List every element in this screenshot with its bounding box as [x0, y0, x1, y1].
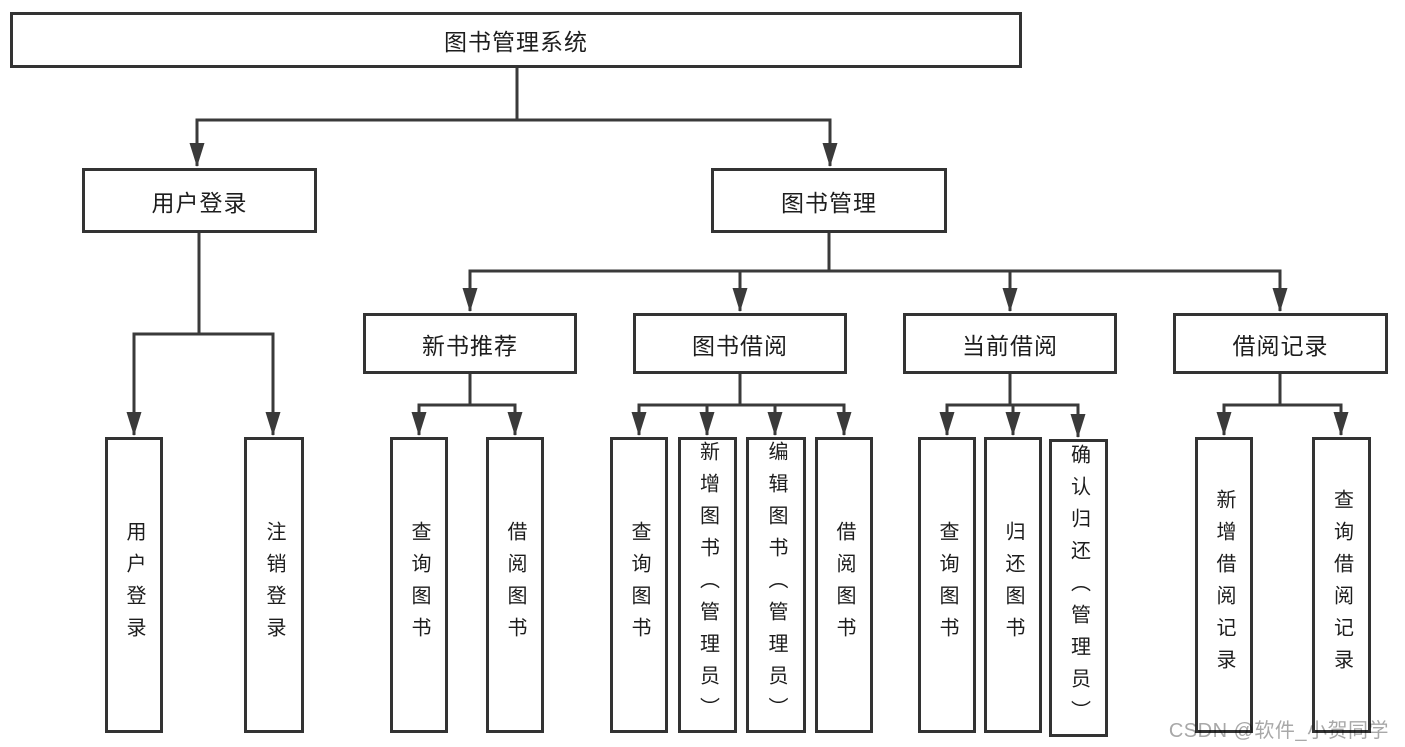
connector-new-book-trunk	[417, 371, 517, 407]
node-label: 当前借阅	[962, 332, 1058, 359]
csdn-watermark: CSDN @软件_小贺同学	[1168, 720, 1389, 742]
node-label: 用户登录	[123, 521, 145, 649]
node-edit-book-admin: 编辑图书（管理员）	[746, 437, 806, 733]
node-borrowing-records: 借阅记录	[1173, 313, 1388, 374]
node-label: 查询图书	[408, 521, 430, 649]
node-label: 新增图书（管理员）	[696, 441, 719, 729]
node-add-borrow-record: 新增借阅记录	[1195, 437, 1253, 733]
node-query-books-current: 查询图书	[918, 437, 976, 733]
node-borrow-books-borrowing: 借阅图书	[815, 437, 873, 733]
node-label: 确认归还（管理员）	[1067, 444, 1090, 732]
connector-book-management-trunk	[468, 229, 1282, 273]
node-label: 新书推荐	[422, 332, 518, 359]
node-library-management-system: 图书管理系统	[10, 12, 1022, 68]
node-query-books-borrowing: 查询图书	[610, 437, 668, 733]
node-label: 用户登录	[151, 189, 248, 216]
connector-root-trunk	[195, 64, 832, 122]
connector-book-borrowing-trunk	[637, 371, 846, 407]
node-borrow-books-recommend: 借阅图书	[486, 437, 544, 733]
node-label: 查询图书	[936, 521, 958, 649]
connector-current-borrowing-trunk	[945, 371, 1080, 407]
node-label: 借阅图书	[833, 521, 855, 649]
node-label: 借阅图书	[504, 521, 526, 649]
node-label: 新增借阅记录	[1213, 489, 1235, 681]
node-current-borrowing: 当前借阅	[903, 313, 1117, 374]
node-new-book-recommendation: 新书推荐	[363, 313, 577, 374]
node-label: 借阅记录	[1232, 332, 1329, 359]
node-label: 图书管理	[781, 189, 877, 216]
node-logout-leaf: 注销登录	[244, 437, 304, 733]
node-user-login-leaf: 用户登录	[105, 437, 163, 733]
connector-user-login-trunk	[132, 229, 275, 336]
node-query-books-recommend: 查询图书	[390, 437, 448, 733]
node-return-books: 归还图书	[984, 437, 1042, 733]
node-label: 编辑图书（管理员）	[765, 441, 787, 729]
node-label: 归还图书	[1002, 521, 1024, 649]
node-add-book-admin: 新增图书（管理员）	[678, 437, 737, 733]
node-book-management: 图书管理	[711, 168, 947, 233]
node-label: 查询图书	[628, 521, 650, 649]
node-label: 查询借阅记录	[1330, 489, 1353, 681]
node-confirm-return-admin: 确认归还（管理员）	[1049, 439, 1108, 737]
connector-borrowing-records-trunk	[1222, 371, 1343, 407]
node-label: 图书管理系统	[444, 29, 588, 55]
node-label: 图书借阅	[692, 332, 788, 359]
node-label: 注销登录	[263, 521, 285, 649]
node-book-borrowing: 图书借阅	[633, 313, 847, 374]
node-query-borrow-record: 查询借阅记录	[1312, 437, 1371, 733]
node-user-login: 用户登录	[82, 168, 317, 233]
